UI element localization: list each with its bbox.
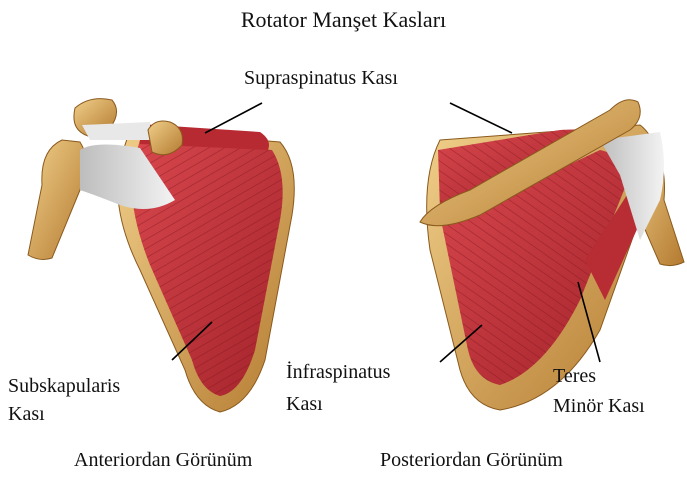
label-teres-line2: Minör Kası xyxy=(553,394,645,418)
supraspinatus-leader-right xyxy=(450,103,512,133)
humerus-bone-anterior xyxy=(28,140,86,259)
figure-title: Rotator Manşet Kasları xyxy=(0,8,687,32)
label-subscapularis-line2: Kası xyxy=(8,402,45,426)
label-infraspinatus-line1: İnfraspinatus xyxy=(286,360,390,384)
label-infraspinatus-line2: Kası xyxy=(286,392,323,416)
label-teres-line1: Teres xyxy=(553,364,596,388)
coracoid-bone-anterior xyxy=(148,121,183,155)
supraspinatus-leader-left xyxy=(205,103,262,133)
anterior-view xyxy=(28,99,294,412)
posterior-view xyxy=(420,100,684,410)
label-subscapularis-line1: Subskapularis xyxy=(8,374,120,398)
label-supraspinatus: Supraspinatus Kası xyxy=(244,66,398,90)
tendon-top-anterior xyxy=(82,122,150,140)
caption-posterior: Posteriordan Görünüm xyxy=(380,448,563,472)
caption-anterior: Anteriordan Görünüm xyxy=(74,448,252,472)
